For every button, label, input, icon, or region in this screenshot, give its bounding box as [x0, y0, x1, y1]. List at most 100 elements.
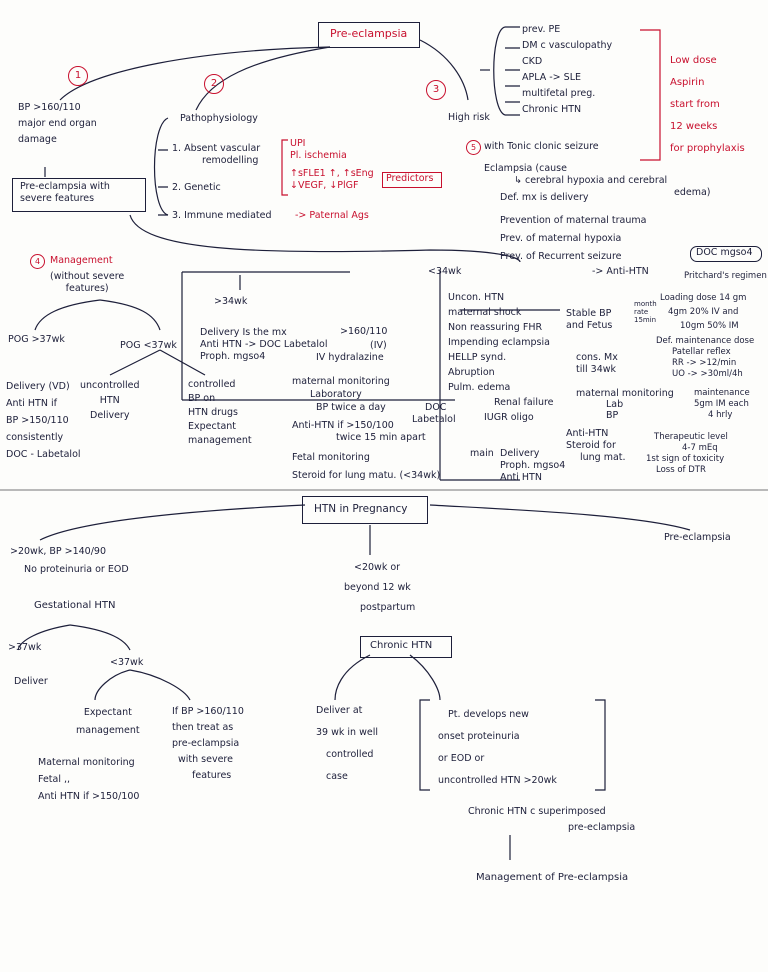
mm-line: maternal monitoring: [292, 376, 390, 387]
aspirin-line: Aspirin: [670, 77, 705, 88]
exp-item: Anti HTN if >150/100: [38, 791, 140, 802]
pog-lt37: POG <37wk: [120, 340, 177, 351]
gestational-criteria: >20wk, BP >140/90 No proteinuria or EOD: [10, 543, 129, 579]
aspirin-line: for prophylaxis: [670, 143, 745, 154]
sup-line: pre-eclampsia: [568, 822, 636, 833]
expectant-items: Maternal monitoring Fetal ,, Anti HTN if…: [38, 754, 139, 805]
exp-line: Expectant: [83, 707, 132, 718]
mgmt-sub-line: (without severe: [50, 271, 125, 282]
prevention-line: Prev. of Recurrent seizure: [500, 251, 622, 262]
aspirin-note: Low dose Aspirin start from 12 weeks for…: [670, 50, 745, 160]
doc-label: DOC: [425, 402, 447, 413]
mm-line: BP twice a day: [316, 402, 386, 413]
main-line: Delivery: [500, 448, 540, 459]
high-risk-list: prev. PE DM c vasculopathy CKD APLA -> S…: [522, 22, 612, 118]
predictors-label: Predictors: [386, 173, 434, 184]
maint-line: UO -> >30ml/4h: [672, 369, 743, 379]
bp160-line: pre-eclampsia: [172, 738, 240, 749]
vd-line: Anti HTN if: [6, 398, 57, 409]
antihtn-line: Anti-HTN if >150/100: [292, 420, 394, 431]
severe-box-text: Pre-eclampsia with severe features: [20, 181, 110, 205]
d39-line: 39 wk in well: [316, 727, 378, 738]
d39-line: case: [326, 771, 348, 782]
ptd-line: or EOD or: [438, 753, 485, 764]
eclampsia-line: edema): [674, 187, 711, 198]
controlled-bp: controlled BP on HTN drugs Expectant man…: [188, 378, 252, 448]
risk-item: APLA -> SLE: [522, 72, 581, 83]
lt34-line: Abruption: [448, 367, 495, 378]
patho-title: Pathophysiology: [180, 113, 258, 124]
rate-line: month: [634, 300, 657, 308]
predictors-box: [382, 172, 442, 188]
rate-line: rate: [634, 308, 649, 316]
uncontrolled-line: HTN: [99, 395, 120, 406]
mgmt-pre-eclampsia: Management of Pre-eclampsia: [476, 872, 629, 883]
ther-line: 1st sign of toxicity: [646, 454, 725, 464]
patho-markers: ↑sFLE1 ↑, ↑sEng ↓VEGF, ↓PlGF: [290, 168, 374, 192]
uncontrolled-line: Delivery: [90, 410, 130, 421]
loading-iv: 4gm 20% IV and: [668, 307, 739, 317]
patho-item-3: 3. Immune mediated: [172, 210, 272, 221]
controlled-line: controlled: [188, 379, 236, 390]
fetal-monitoring: Fetal monitoring: [292, 452, 370, 463]
loading-dose: Loading dose 14 gm: [660, 293, 747, 303]
gest-lt37: <37wk: [110, 657, 144, 668]
pt-develops: Pt. develops new onset proteinuria or EO…: [438, 704, 557, 792]
stable-line: and Fetus: [566, 320, 613, 331]
marker-line: ↑sFLE1 ↑, ↑sEng: [290, 168, 374, 179]
exp-line: management: [76, 725, 140, 736]
eclampsia-text: Eclampsia (cause ↳ cerebral hypoxia and …: [484, 163, 711, 199]
ther-line: Therapeutic level: [654, 432, 728, 442]
ptd-line: Pt. develops new: [448, 709, 529, 720]
lt34-line: Pulm. edema: [448, 382, 511, 393]
section-number-3: 3: [426, 80, 446, 100]
gestational-htn: Gestational HTN: [34, 600, 116, 611]
gt34-line: Anti HTN -> DOC Labetalol: [200, 339, 328, 350]
rate-line: 15min: [634, 316, 657, 324]
maint-line: Patellar reflex: [672, 347, 731, 357]
exp-item: Fetal ,,: [38, 774, 71, 785]
anti-htn-arrow: -> Anti-HTN: [592, 266, 649, 277]
labetalol-note-2: (IV): [370, 340, 387, 351]
mm2-line: BP: [606, 410, 619, 421]
upi-line: Pl. ischemia: [290, 150, 347, 161]
controlled-line: HTN drugs: [188, 407, 239, 418]
aspirin-line: Low dose: [670, 55, 717, 66]
maint-line: Def. maintenance dose: [656, 336, 755, 346]
maint-line: RR -> >12/min: [672, 358, 737, 368]
lt34-items: Uncon. HTN maternal shock Non reassuring…: [448, 290, 554, 425]
lt34wk: <34wk: [428, 266, 462, 277]
patho-line: 1. Absent vascular: [172, 143, 261, 154]
lt34-line: Non reassuring FHR: [448, 322, 543, 333]
cons-line: cons. Mx: [576, 352, 618, 363]
section-number-2: 2: [204, 74, 224, 94]
risk-item: DM c vasculopathy: [522, 40, 613, 51]
patho-item-1: 1. Absent vascular remodelling: [172, 143, 260, 167]
risk-item: multifetal preg.: [522, 88, 596, 99]
ptd-line: onset proteinuria: [438, 731, 520, 742]
antihtn-line: twice 15 min apart: [336, 432, 426, 443]
maintenance-dose: Def. maintenance dose Patellar reflex RR…: [656, 336, 754, 380]
controlled-line: BP on: [188, 393, 216, 404]
gt34-line: Delivery Is the mx: [200, 327, 287, 338]
high-risk-label: High risk: [448, 112, 490, 123]
criteria-line: major end organ: [18, 118, 97, 129]
gt34wk: >34wk: [214, 296, 248, 307]
anti-steroid: Anti-HTN Steroid for lung mat.: [566, 428, 626, 464]
patho-item-2: 2. Genetic: [172, 182, 221, 193]
section-number-4: 4: [30, 254, 45, 269]
chronic-criteria: <20wk or beyond 12 wk postpartum: [344, 558, 415, 618]
page-title: Pre-eclampsia: [330, 27, 408, 40]
maternal-monitoring: maternal monitoring Laboratory BP twice …: [292, 375, 390, 414]
aspirin-line: start from: [670, 99, 720, 110]
aspirin-line: 12 weeks: [670, 121, 718, 132]
vd-line: Delivery (VD): [6, 381, 70, 392]
mn-line: 5gm IM each: [694, 399, 749, 409]
steroid-lung: Steroid for lung matu. (<34wk): [292, 470, 441, 481]
chronic-htn: Chronic HTN: [370, 640, 433, 651]
mm2-line: Lab: [606, 399, 624, 410]
gt34-items: Delivery Is the mx Anti HTN -> DOC Labet…: [200, 327, 327, 363]
lt34-line: HELLP synd.: [448, 352, 507, 363]
